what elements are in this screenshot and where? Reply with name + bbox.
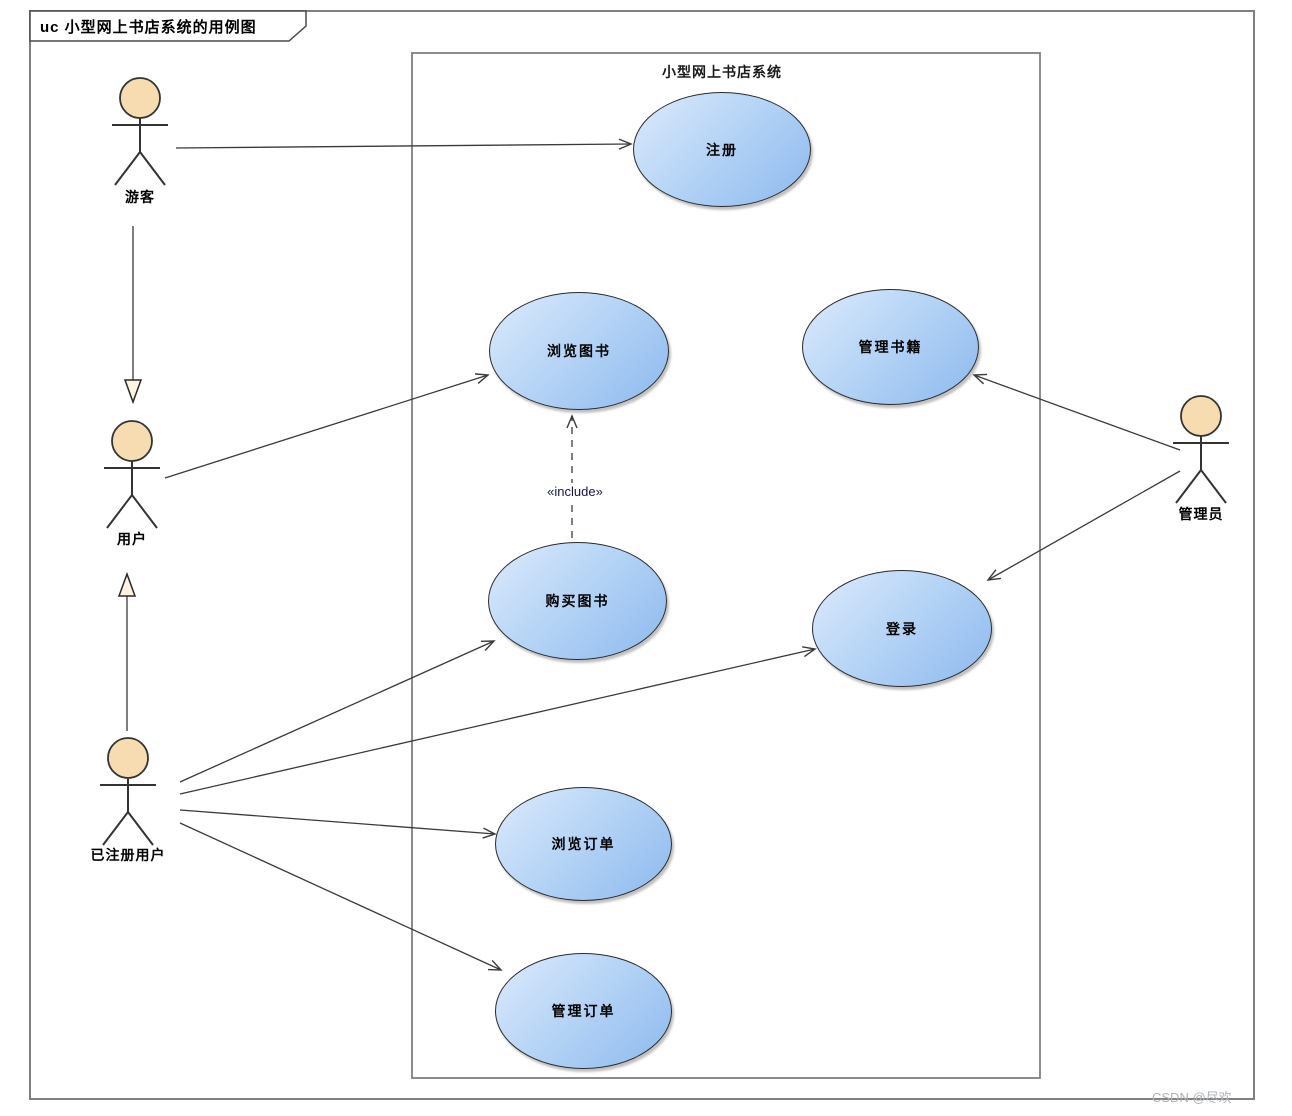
assoc-registered-user-manage-orders: [179, 822, 503, 971]
usecase-login: 登录: [812, 570, 992, 687]
usecase-manage-orders-label: 管理订单: [551, 1003, 616, 1019]
assoc-admin-login: [986, 470, 1181, 581]
watermark-text: CSDN @尽欢: [1152, 1090, 1232, 1105]
actor-visitor-body: [112, 118, 168, 186]
frame-title-tab: [29, 10, 307, 42]
actor-admin-label: 管理员: [1178, 506, 1224, 522]
diagram-frame-border: [29, 10, 1255, 1100]
assoc-visitor-register: [175, 138, 633, 150]
actor-visitor-head: [119, 77, 161, 119]
usecase-manage-orders: 管理订单: [495, 953, 672, 1069]
usecase-manage-books: 管理书籍: [802, 289, 979, 405]
assoc-registered-user-browse-orders: [179, 809, 497, 839]
usecase-register: 注册: [633, 92, 811, 207]
actor-admin-figure: [1173, 395, 1229, 504]
actor-user-head: [111, 420, 153, 462]
actor-visitor-figure: [112, 77, 168, 186]
usecase-buy-books: 购买图书: [488, 542, 667, 660]
assoc-registered-user-login: [179, 646, 817, 795]
actor-admin-body: [1173, 436, 1229, 504]
usecase-browse-books-label: 浏览图书: [547, 343, 611, 359]
usecase-browse-orders: 浏览订单: [495, 787, 672, 901]
usecase-manage-books-label: 管理书籍: [858, 339, 923, 355]
actor-admin-head: [1180, 395, 1222, 437]
actor-registered-user-head: [107, 737, 149, 779]
actor-registered-user-figure: [100, 737, 156, 846]
usecase-browse-books: 浏览图书: [489, 292, 669, 410]
actor-registered-user-label: 已注册用户: [90, 847, 166, 863]
assoc-user-browse-books: [164, 373, 490, 479]
actor-user-body: [104, 461, 160, 529]
include-stereotype-label: «include»: [528, 483, 622, 500]
system-boundary-title: 小型网上书店系统: [662, 64, 782, 80]
usecase-register-label: 注册: [706, 141, 738, 158]
actor-registered-user-body: [100, 778, 156, 846]
diagram-title: uc 小型网上书店系统的用例图: [40, 19, 257, 36]
actor-user-figure: [104, 420, 160, 529]
usecase-buy-books-label: 购买图书: [545, 593, 610, 609]
assoc-admin-manage-books: [972, 373, 1181, 451]
actor-user-label: 用户: [117, 531, 147, 547]
usecase-browse-orders-label: 浏览订单: [551, 836, 616, 852]
assoc-registered-user-buy-books: [179, 640, 496, 783]
actor-visitor-label: 游客: [125, 189, 155, 205]
usecase-login-label: 登录: [886, 620, 918, 637]
